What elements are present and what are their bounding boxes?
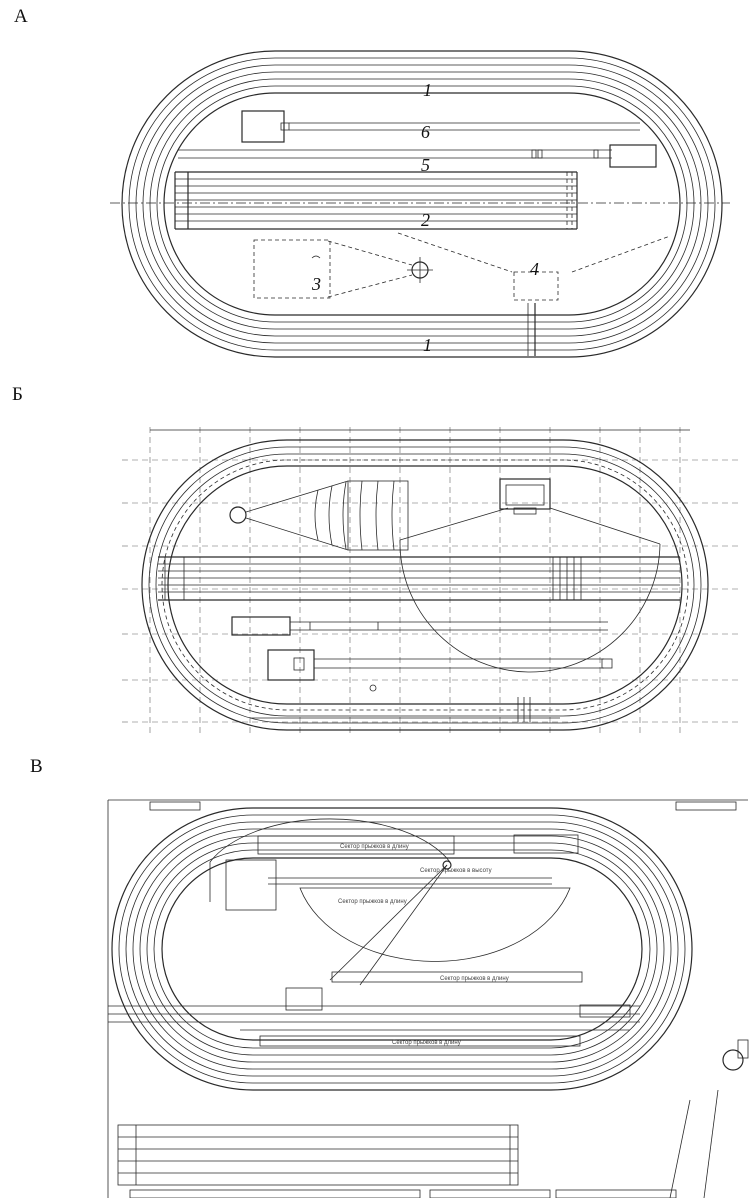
panel-a-label-5: 5: [421, 155, 430, 175]
panel-a-lane-5: [149, 78, 695, 330]
panel-a-lane-2: [128, 57, 716, 351]
panel-a-lane-3: [135, 64, 709, 344]
panel-a-label-2: 2: [421, 210, 430, 230]
panel-c-sector-long-jump-top: Сектор прыжков в длину: [340, 844, 409, 850]
panel-c-sector-javelin: Сектор прыжков в длину: [338, 899, 407, 905]
panel-a-inner-edge: [163, 92, 681, 316]
panel-a-pit-6: [241, 110, 285, 143]
panel-c-side-stand: [669, 1039, 749, 1198]
panel-a-sector-4: [397, 232, 671, 301]
panel-c-sector-long-jump-bottom: Сектор прыжков в длину: [392, 1040, 461, 1046]
panel-a-label-3: 3: [311, 274, 321, 294]
panel-a-lane-4: [142, 71, 702, 337]
panel-a-label-4: 4: [530, 259, 539, 279]
panel-letter-a: А: [14, 6, 28, 27]
panel-a-pit-5: [609, 144, 657, 168]
panel-b-stadium: [122, 427, 740, 736]
panel-b-grid: [122, 427, 740, 736]
panel-b-throwing-sector: [229, 480, 409, 551]
panel-a-label-1-bottom: 1: [423, 335, 432, 355]
panel-a-label-1-top: 1: [423, 80, 432, 100]
panel-c-stadium: Сектор прыжков в длину Сектор прыжков в …: [107, 799, 749, 1198]
panel-b-sprint-lanes: [158, 556, 680, 601]
panel-b-javelin-sector: [399, 478, 661, 673]
panel-a-throwing-sector: [253, 239, 433, 299]
panel-letter-c: В: [30, 756, 43, 777]
panel-a-lane-1: [121, 50, 723, 358]
panel-c-grandstand-table: [117, 1124, 677, 1198]
panel-a-lane-6: [156, 85, 688, 323]
panel-a-board-6: [280, 122, 290, 131]
panel-c-sector-triple: Сектор прыжков в длину: [440, 976, 509, 982]
panel-c-sector-high-jump: Сектор прыжков в высоту: [420, 868, 492, 874]
panel-letter-b: Б: [12, 384, 23, 405]
panel-a-sprint-lanes: [174, 171, 578, 230]
panel-c-field-elements: Сектор прыжков в длину Сектор прыжков в …: [108, 818, 640, 1047]
panel-a-label-6: 6: [421, 122, 430, 142]
panel-a-stadium: 1 6 5 2 3 4 1: [110, 50, 730, 358]
